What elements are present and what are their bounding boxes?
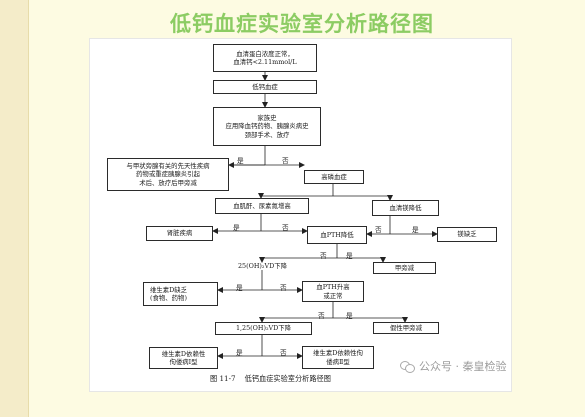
node-mg-deficiency: 镁缺乏 bbox=[437, 227, 497, 242]
edge-label-yes: 是 bbox=[412, 226, 419, 234]
edge-label-no: 否 bbox=[280, 349, 287, 357]
node-hyperphosphatemia: 高磷血症 bbox=[304, 170, 364, 184]
edge-label-yes: 是 bbox=[233, 224, 240, 232]
node-renal: 肾脏疾病 bbox=[146, 226, 213, 241]
node-vitd-dependent-type2: 维生素D依赖性佝 偻病Ⅱ型 bbox=[302, 346, 374, 369]
edge-label-yes: 是 bbox=[346, 252, 353, 260]
wechat-icon bbox=[400, 360, 415, 373]
node-hypocalcemia: 低钙血症 bbox=[213, 80, 317, 94]
node-1-25oh-vd-low: 1,25(OH)₂VD下降 bbox=[215, 322, 312, 335]
edge-label-yes: 是 bbox=[237, 157, 244, 165]
watermark: 公众号 · 秦皇检验 bbox=[400, 357, 507, 375]
edge-label-no: 否 bbox=[375, 226, 382, 234]
node-pth-high: 血PTH升高 或正常 bbox=[302, 281, 364, 302]
edge-label-yes: 是 bbox=[346, 312, 353, 320]
edge-label-no: 否 bbox=[282, 157, 289, 165]
node-vitd-deficiency: 维生素D缺乏 (食物、药物) bbox=[143, 282, 218, 306]
edge-label-no: 否 bbox=[320, 252, 327, 260]
watermark-text: 公众号 · 秦皇检验 bbox=[419, 360, 507, 373]
node-25oh-vd-low: 25(OH)₂VD下降 bbox=[237, 261, 287, 270]
node-history: 家族史 应用降血钙药物、胰腺炎病史 颈部手术、放疗 bbox=[213, 107, 321, 146]
node-pseudo-hypoparathyroidism: 假性甲旁减 bbox=[373, 322, 439, 334]
node-hypoparathyroidism: 甲旁减 bbox=[373, 262, 436, 274]
node-mg-low: 血清镁降低 bbox=[372, 200, 439, 216]
figure-caption-text: 低钙血症实验室分析路径图 bbox=[244, 374, 331, 383]
figure-number: 图 11-7 bbox=[210, 374, 236, 383]
node-creatinine: 血肌酐、尿素氮增高 bbox=[215, 198, 309, 214]
edge-label-no: 否 bbox=[318, 312, 325, 320]
edge-label-no: 否 bbox=[282, 224, 289, 232]
edge-label-yes: 是 bbox=[236, 284, 243, 292]
edge-label-yes: 是 bbox=[236, 349, 243, 357]
page-title: 低钙血症实验室分析路径图 bbox=[170, 11, 434, 36]
node-start: 血清蛋白浓度正常， 血清钙<2.11mmol/L bbox=[213, 44, 317, 72]
node-vitd-dependent-type1: 维生素D依赖性 佝偻病Ⅰ型 bbox=[149, 347, 218, 369]
node-congenital: 与甲状旁腺有关的先天性疾病 药物或重症胰腺炎引起 术后、放疗后甲旁减 bbox=[107, 158, 229, 191]
edge-label-no: 否 bbox=[280, 284, 287, 292]
left-sidebar bbox=[0, 0, 29, 417]
figure-caption: 图 11-7 低钙血症实验室分析路径图 bbox=[210, 374, 331, 384]
node-pth-low: 血PTH降低 bbox=[307, 226, 367, 244]
